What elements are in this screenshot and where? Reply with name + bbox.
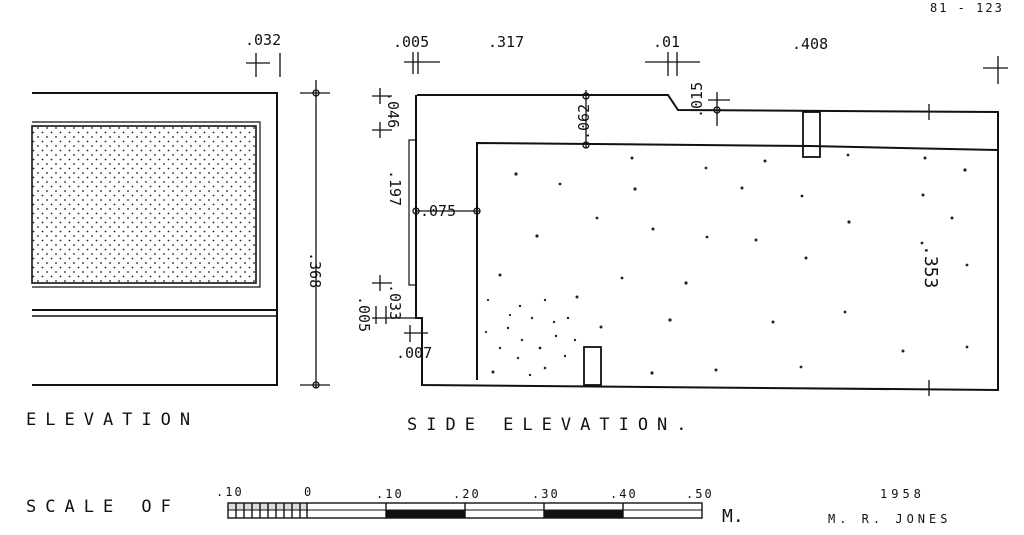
credit-year: 1958	[880, 487, 925, 501]
stone-texture	[484, 153, 969, 377]
side-dim-left-197: .197	[386, 170, 404, 207]
sheet-number: 81 - 123	[930, 1, 1004, 15]
side-dim-left-046: .046	[384, 92, 402, 129]
elevation-dimension-marks	[246, 53, 330, 389]
scale-tick-0: .10	[216, 485, 244, 499]
scale-tick-2: .10	[376, 487, 404, 501]
side-dim-inner-062: .062	[575, 103, 593, 140]
side-dim-left-007: .007	[396, 344, 433, 362]
side-dim-left-005: .005	[355, 296, 373, 333]
scale-label: SCALE OF	[26, 497, 180, 517]
side-dim-notch-015: .015	[688, 81, 706, 118]
elevation-dim-top: .032	[245, 31, 282, 49]
side-dim-top-d: .408	[792, 35, 829, 53]
scale-tick-1: 0	[304, 485, 314, 499]
scale-tick-4: .30	[532, 487, 560, 501]
elevation-title: ELEVATION	[26, 410, 200, 430]
scale-tick-6: .50	[686, 487, 714, 501]
scale-tick-5: .40	[610, 487, 638, 501]
side-dim-left-075: .075	[420, 202, 457, 220]
stippled-panel	[31, 125, 257, 284]
side-elevation-title: SIDE ELEVATION.	[407, 415, 696, 435]
credit-author: M. R. JONES	[828, 512, 952, 526]
side-dim-top-c: .01	[653, 33, 681, 51]
elevation-dim-height: .368	[306, 252, 324, 289]
side-dim-top-a: .005	[393, 33, 430, 51]
side-dim-left-033: .033	[386, 284, 404, 321]
side-dim-right-353: .353	[920, 245, 941, 289]
elevation-view	[31, 92, 278, 386]
side-elevation-dimension-marks	[372, 52, 1008, 396]
scale-unit: M.	[722, 506, 744, 527]
side-dim-top-b: .317	[488, 33, 525, 51]
scale-bar	[227, 502, 703, 519]
side-elevation-view	[408, 94, 999, 392]
scale-tick-3: .20	[453, 487, 481, 501]
